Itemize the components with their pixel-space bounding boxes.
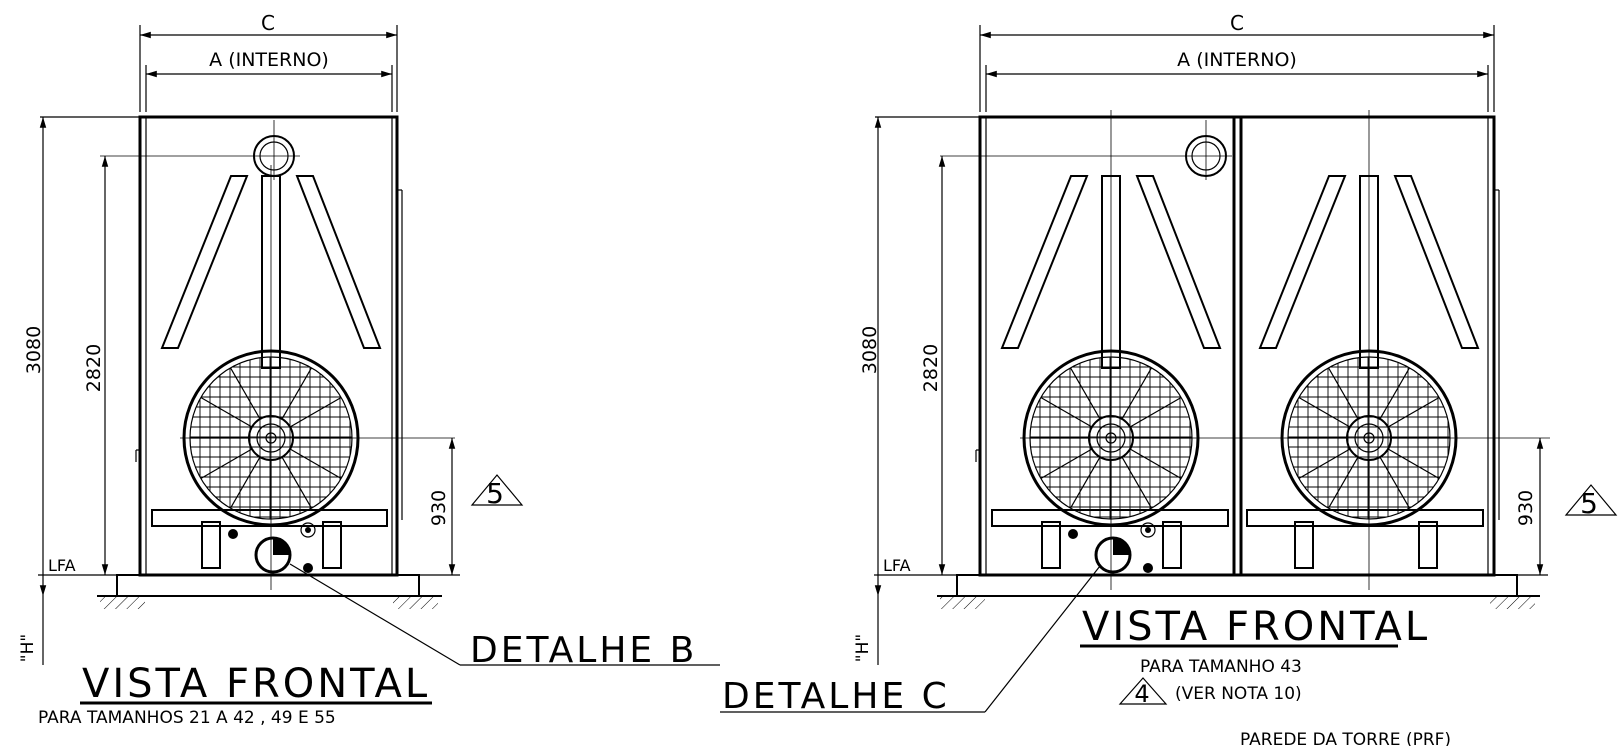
right-top-pipe xyxy=(940,120,1232,180)
fan-spoke xyxy=(1040,448,1093,480)
right-dim-2820: 2820 xyxy=(920,344,942,392)
left-cabinet xyxy=(97,115,442,609)
fan-spoke xyxy=(1327,367,1359,420)
left-lfa: LFA xyxy=(48,556,76,575)
left-detail-label: DETALHE B xyxy=(470,630,697,671)
fan-spoke xyxy=(1387,448,1440,480)
left-dim-c: C xyxy=(139,11,398,112)
left-front-view: C A (INTERNO) xyxy=(18,11,720,728)
right-detail-leader: DETALHE C xyxy=(720,565,1101,717)
left-dim-2820: 2820 xyxy=(83,344,105,392)
left-title: VISTA FRONTAL xyxy=(82,661,430,707)
fan-spoke xyxy=(281,367,313,420)
left-dim-c-label: C xyxy=(261,11,275,35)
right-dim-heights: 3080 2820 930 LFA "H" xyxy=(853,116,1548,665)
fan-spoke xyxy=(1327,456,1359,509)
right-lfa: LFA xyxy=(883,556,911,575)
right-dim-930: 930 xyxy=(1515,490,1537,526)
left-h-label: "H" xyxy=(18,634,38,662)
right-subtitle: PARA TAMANHO 43 xyxy=(1140,657,1302,677)
left-dim-3080: 3080 xyxy=(23,326,45,374)
fan-spoke xyxy=(1069,456,1101,509)
fan-spoke xyxy=(1379,367,1411,420)
fan-spoke xyxy=(1040,396,1093,428)
right-revision-triangle: 4 xyxy=(1118,677,1168,708)
right-note-number: 5 xyxy=(1580,487,1598,520)
left-top-pipe xyxy=(100,120,300,180)
left-dim-a: A (INTERNO) xyxy=(145,49,393,112)
left-fan xyxy=(180,349,455,527)
right-title: VISTA FRONTAL xyxy=(1082,604,1430,650)
fan-spoke xyxy=(200,396,253,428)
fan-spoke xyxy=(289,448,342,480)
right-h-label: "H" xyxy=(853,634,873,662)
right-cabinet xyxy=(937,115,1540,609)
left-note-triangle: 5 xyxy=(470,474,524,510)
fan-spoke xyxy=(1121,367,1153,420)
left-subtitle: PARA TAMANHOS 21 A 42 , 49 E 55 xyxy=(38,708,336,728)
left-dim-a-label: A (INTERNO) xyxy=(209,49,329,71)
fan-spoke xyxy=(1387,396,1440,428)
fan-spoke xyxy=(1298,448,1351,480)
right-dim-c: C xyxy=(979,11,1495,112)
right-basin xyxy=(991,509,1484,574)
fan-spoke xyxy=(200,448,253,480)
right-fan-b xyxy=(1020,349,1550,527)
bottom-note: PAREDE DA TORRE (PRF) xyxy=(1240,730,1451,746)
right-front-view: C A (INTERNO) xyxy=(720,11,1618,717)
right-dim-a: A (INTERNO) xyxy=(985,49,1489,112)
left-basin xyxy=(151,509,388,574)
right-revision-number: 4 xyxy=(1134,680,1149,708)
fan-spoke xyxy=(1379,456,1411,509)
fan-spoke xyxy=(1129,396,1182,428)
fan-spoke xyxy=(289,396,342,428)
fan-spoke xyxy=(281,456,313,509)
fan-spoke xyxy=(1298,396,1351,428)
right-note-triangle: 5 xyxy=(1564,484,1618,520)
left-dim-heights: 3080 2820 930 LFA "H" xyxy=(18,116,460,665)
left-detail-leader: DETALHE B xyxy=(289,563,720,671)
fan-spoke xyxy=(1129,448,1182,480)
right-dim-a-label: A (INTERNO) xyxy=(1177,49,1297,71)
fan-spoke xyxy=(229,456,261,509)
right-note-ref: (VER NOTA 10) xyxy=(1175,684,1302,704)
right-detail-label: DETALHE C xyxy=(722,676,950,717)
left-note-number: 5 xyxy=(486,477,504,510)
left-dim-930: 930 xyxy=(428,490,450,526)
fan-spoke xyxy=(1069,367,1101,420)
fan-spoke xyxy=(1121,456,1153,509)
right-dim-3080: 3080 xyxy=(859,326,881,374)
fan-spoke xyxy=(229,367,261,420)
right-dim-c-label: C xyxy=(1230,11,1244,35)
